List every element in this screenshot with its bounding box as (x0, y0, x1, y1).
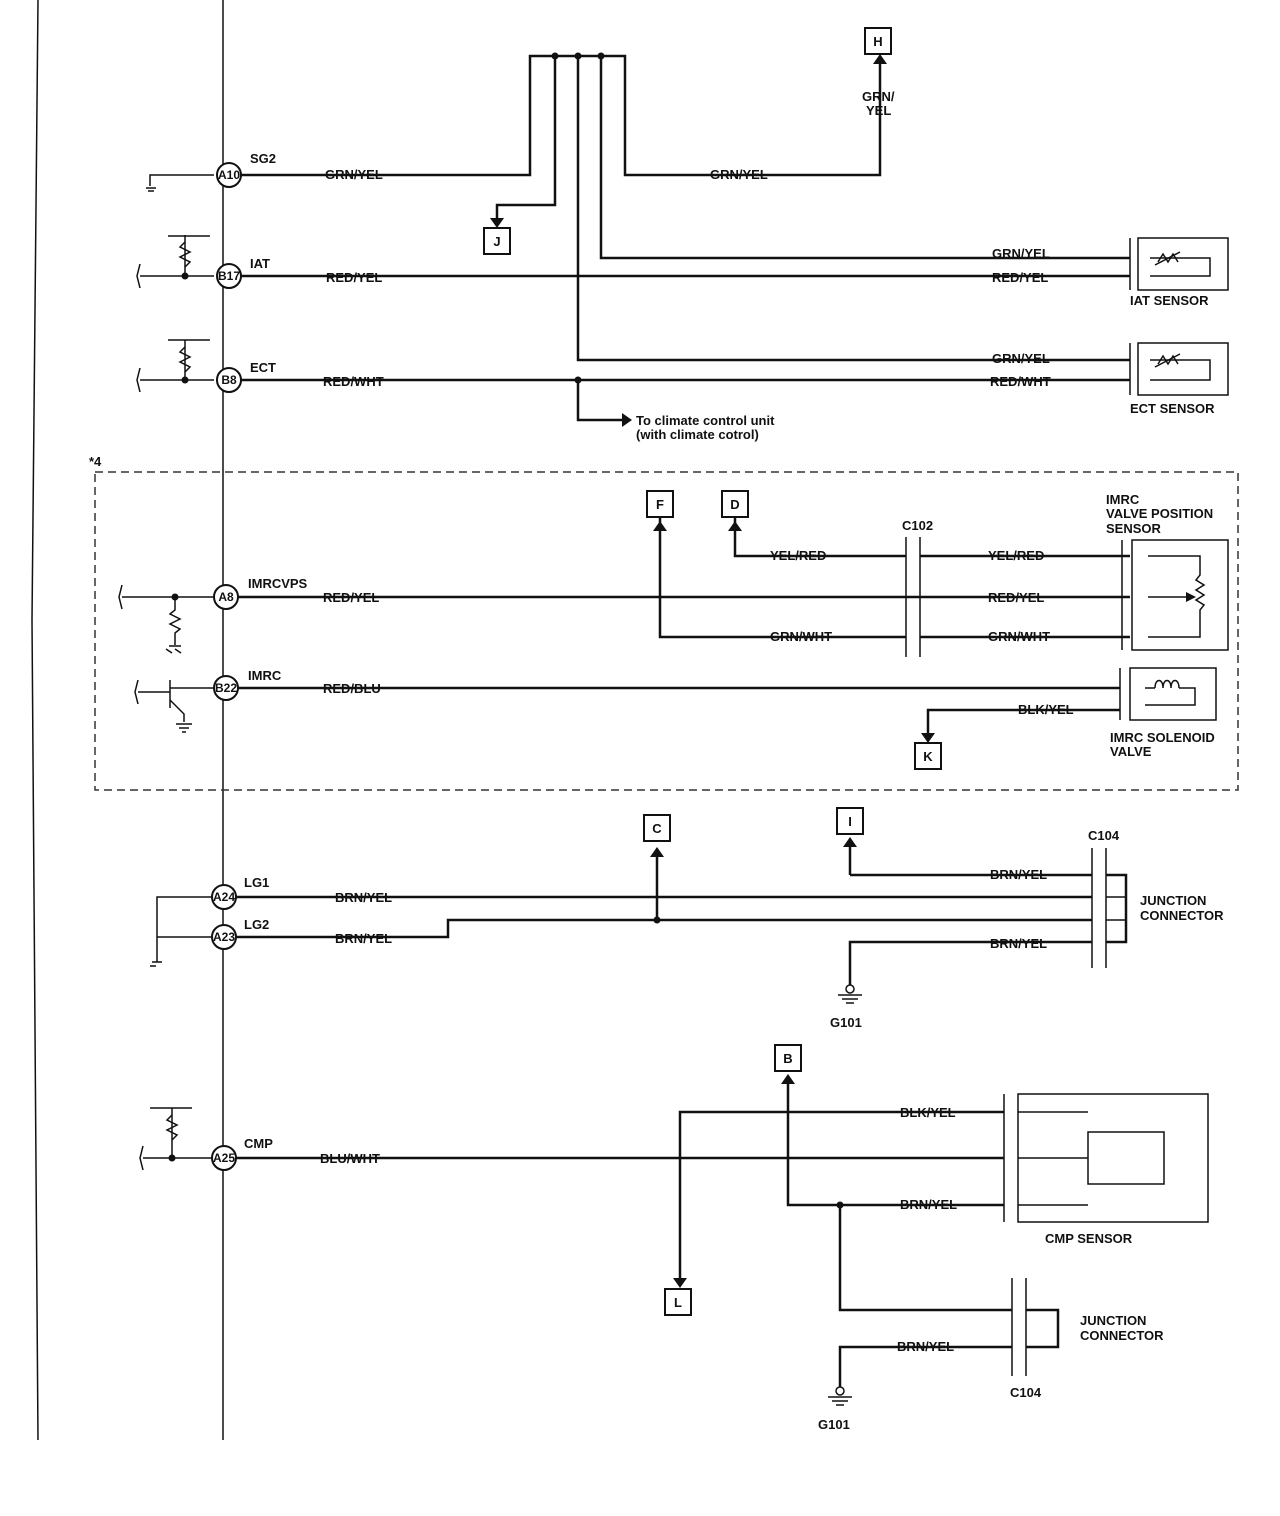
svg-text:H: H (873, 34, 882, 49)
svg-text:IAT: IAT (250, 256, 270, 271)
junction-connector-c104-lower (1011, 1278, 1060, 1376)
ect-sensor (1129, 342, 1229, 396)
svg-text:IMRC SOLENOID: IMRC SOLENOID (1110, 730, 1215, 745)
sg2-circuit: A10 SG2 GRN/YEL GRN/YEL GRN/ YEL (146, 52, 1130, 362)
svg-text:RED/YEL: RED/YEL (988, 590, 1044, 605)
svg-text:B: B (783, 1051, 792, 1066)
svg-text:G101: G101 (830, 1015, 862, 1030)
svg-text:BRN/YEL: BRN/YEL (335, 890, 392, 905)
svg-text:BLU/WHT: BLU/WHT (320, 1151, 380, 1166)
ref-box-l: L (664, 1288, 692, 1316)
svg-text:BRN/YEL: BRN/YEL (897, 1339, 954, 1354)
svg-text:RED/WHT: RED/WHT (990, 374, 1051, 389)
svg-text:GRN/YEL: GRN/YEL (710, 167, 768, 182)
svg-text:GRN/WHT: GRN/WHT (770, 629, 832, 644)
svg-text:IMRC: IMRC (248, 668, 282, 683)
svg-text:RED/WHT: RED/WHT (323, 374, 384, 389)
svg-text:YEL/RED: YEL/RED (988, 548, 1044, 563)
option-mark: *4 (89, 454, 102, 469)
lg-ground-circuit: A24 LG1 A23 LG2 BRN/YEL BRN/YEL BRN/YEL … (150, 828, 1224, 1030)
svg-text:B17: B17 (218, 269, 240, 283)
ref-box-j: J (483, 227, 511, 255)
imrc-valve-position-sensor (1121, 539, 1229, 651)
svg-text:LG1: LG1 (244, 875, 269, 890)
imrc-solenoid-valve (1119, 667, 1217, 721)
ect-sensor-label: ECT SENSOR (1130, 401, 1215, 416)
svg-text:K: K (923, 749, 933, 764)
svg-text:A8: A8 (218, 590, 234, 604)
svg-text:RED/BLU: RED/BLU (323, 681, 381, 696)
svg-text:A25: A25 (213, 1151, 235, 1165)
svg-text:C: C (652, 821, 662, 836)
ref-box-f: F (646, 490, 674, 518)
svg-text:LG2: LG2 (244, 917, 269, 932)
svg-text:JUNCTION: JUNCTION (1080, 1313, 1146, 1328)
svg-text:CONNECTOR: CONNECTOR (1080, 1328, 1164, 1343)
iat-sensor (1129, 237, 1229, 291)
svg-text:BLK/YEL: BLK/YEL (900, 1105, 956, 1120)
ref-box-d: D (721, 490, 749, 518)
svg-text:CMP SENSOR: CMP SENSOR (1045, 1231, 1133, 1246)
svg-text:G101: G101 (818, 1417, 850, 1432)
svg-text:VALVE: VALVE (1110, 744, 1152, 759)
imrcvps-circuit: A8 IMRCVPS RED/YEL RED/YEL C102 YEL/RED … (118, 492, 1229, 657)
svg-text:C104: C104 (1010, 1385, 1042, 1400)
svg-text:RED/YEL: RED/YEL (326, 270, 382, 285)
svg-text:GRN/YEL: GRN/YEL (992, 351, 1050, 366)
svg-text:BRN/YEL: BRN/YEL (990, 936, 1047, 951)
ecm-module (31, 0, 224, 1441)
option-frame (94, 471, 1239, 791)
svg-text:GRN/WHT: GRN/WHT (988, 629, 1050, 644)
svg-text:SG2: SG2 (250, 151, 276, 166)
svg-text:A10: A10 (218, 168, 240, 182)
ref-box-h: H (864, 27, 892, 55)
svg-text:C104: C104 (1088, 828, 1120, 843)
svg-text:BRN/YEL: BRN/YEL (900, 1197, 957, 1212)
cmp-sensor (1003, 1093, 1209, 1223)
svg-text:B22: B22 (215, 681, 237, 695)
svg-text:ECT: ECT (250, 360, 276, 375)
svg-text:VALVE POSITION: VALVE POSITION (1106, 506, 1213, 521)
svg-text:RED/YEL: RED/YEL (992, 270, 1048, 285)
imrc-circuit: B22 IMRC RED/BLU BLK/YEL IMRC SOLENOID V… (134, 667, 1217, 759)
svg-text:(with climate cotrol): (with climate cotrol) (636, 427, 759, 442)
svg-text:YEL/RED: YEL/RED (770, 548, 826, 563)
svg-text:A23: A23 (213, 930, 235, 944)
svg-text:CONNECTOR: CONNECTOR (1140, 908, 1224, 923)
ref-box-c: C (643, 814, 671, 842)
iat-sensor-label: IAT SENSOR (1130, 293, 1209, 308)
ref-box-b: B (774, 1044, 802, 1072)
svg-text:BLK/YEL: BLK/YEL (1018, 702, 1074, 717)
ref-box-i: I (836, 807, 864, 835)
svg-text:GRN/: GRN/ (862, 89, 895, 104)
svg-text:IMRC: IMRC (1106, 492, 1140, 507)
svg-text:F: F (656, 497, 664, 512)
svg-text:J: J (493, 234, 500, 249)
iat-circuit: B17 IAT RED/YEL GRN/YEL RED/YEL IAT SENS… (136, 235, 1229, 308)
ref-box-k: K (914, 742, 942, 770)
svg-text:GRN/YEL: GRN/YEL (325, 167, 383, 182)
svg-text:BRN/YEL: BRN/YEL (990, 867, 1047, 882)
svg-text:B8: B8 (221, 373, 237, 387)
svg-text:L: L (674, 1295, 682, 1310)
svg-text:IMRCVPS: IMRCVPS (248, 576, 308, 591)
svg-text:I: I (848, 814, 852, 829)
svg-text:GRN/YEL: GRN/YEL (992, 246, 1050, 261)
svg-text:RED/YEL: RED/YEL (323, 590, 379, 605)
svg-text:C102: C102 (902, 518, 933, 533)
svg-text:To climate control unit: To climate control unit (636, 413, 775, 428)
svg-text:SENSOR: SENSOR (1106, 521, 1162, 536)
junction-connector-c104-upper (1091, 848, 1128, 968)
cmp-circuit: A25 CMP BLU/WHT BLK/YEL BRN/YEL CMP SENS… (139, 1074, 1209, 1432)
svg-text:BRN/YEL: BRN/YEL (335, 931, 392, 946)
svg-text:YEL: YEL (866, 103, 891, 118)
svg-text:D: D (730, 497, 739, 512)
svg-text:JUNCTION: JUNCTION (1140, 893, 1206, 908)
svg-text:CMP: CMP (244, 1136, 273, 1151)
svg-text:A24: A24 (213, 890, 235, 904)
ect-circuit: B8 ECT To climate control unit (with cli… (136, 339, 1229, 442)
